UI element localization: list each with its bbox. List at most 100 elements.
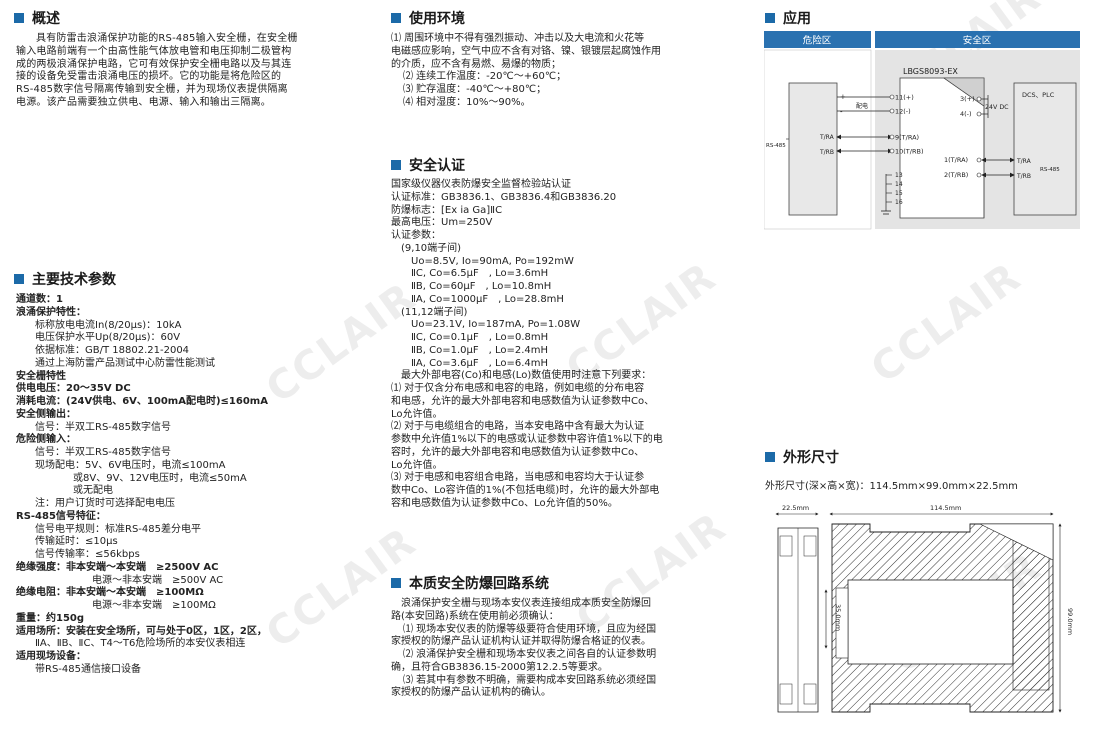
- terminal-16: 16: [895, 199, 903, 206]
- terminal-14: 14: [895, 181, 903, 188]
- depth-label: 114.5mm: [930, 504, 961, 512]
- rail-height-label: 35.0mm: [834, 604, 842, 631]
- env-line: 电磁感应影响，空气中应不含有对铬、镍、银镀层起腐蚀作用: [391, 45, 661, 57]
- application-diagram: 危险区 安全区 LBGS8093-EX DCS、PLC + - 配电 11(+)…: [764, 31, 1080, 230]
- spec-line: 通道数：1: [16, 294, 63, 305]
- barrier-module: [899, 77, 985, 219]
- spec-line: 消耗电流：(24V供电、6V、100mA配电时)≤160mA: [16, 396, 268, 407]
- spec-line: 注：用户订货时可选择配电电压: [35, 498, 175, 509]
- spec-line: 电源～非本安端 ≥100MΩ: [92, 600, 216, 611]
- dims-section: 外形尺寸 外形尺寸(深×高×宽)：114.5mm×99.0mm×22.5mm: [765, 448, 1018, 494]
- terminal-12: 12(-): [895, 108, 911, 116]
- terminal-4: 4(-): [960, 110, 972, 118]
- spec-line: 适用场所：安装在安全场所，可与处于0区，1区，2区，: [16, 625, 267, 637]
- spec-line: 或8V、9V、12V电压时，电流≤50mA: [73, 472, 247, 484]
- trb-safe-label: T/RB: [1016, 173, 1031, 180]
- terminal-13: 13: [895, 172, 903, 179]
- spec-line: 供电电压：20～35V DC: [16, 383, 131, 395]
- cert-line: Lo允许值。: [391, 408, 443, 420]
- trb-hazard-label: T/RB: [819, 149, 834, 156]
- spec-line: ⅡA、ⅡB、ⅡC、T4～T6危险场所的本安仪表相连: [35, 638, 246, 650]
- overview-section: 概述 具有防雷击浪涌保护功能的RS-485输入安全栅，在安全栅 输入电路前端有一…: [14, 9, 369, 110]
- env-line: ⑶ 贮存温度：-40℃～+80℃；: [403, 84, 547, 95]
- cert-line: ⅡC, Co=6.5μF , Lo=3.6mH: [411, 268, 549, 280]
- env-line: 的介质，应不含有易燃、易爆的物质；: [391, 58, 561, 70]
- spec-line: 电压保护水平Up(8/20μs)：60V: [35, 332, 181, 344]
- cert-line: ⑴ 对于仅含分布电感和电容的电路，例如电缆的分布电容: [391, 383, 645, 394]
- dcs-plc-box: [1013, 82, 1077, 216]
- cert-title: 安全认证: [409, 158, 465, 174]
- app-section: 应用: [765, 9, 811, 27]
- overview-line: 电源。该产品需要独立供电、电源、输入和输出三隔离。: [16, 96, 271, 108]
- overview-line: 具有防雷击浪涌保护功能的RS-485输入安全栅，在安全栅: [36, 33, 298, 44]
- env-line: ⑷ 相对湿度：10%～90%。: [403, 96, 531, 108]
- app-heading: 应用: [765, 9, 811, 27]
- rs485-hazard-label: RS-485: [766, 143, 786, 149]
- power-label: 24V DC: [985, 104, 1009, 111]
- bullet-icon: [391, 160, 401, 170]
- spec-line: 绝缘电阻：非本安端～本安端 ≥100MΩ: [16, 587, 204, 599]
- bullet-icon: [391, 578, 401, 588]
- cert-line: 容和电感数值为认证参数中Co、Lo允许值的50%。: [391, 497, 618, 509]
- specs-title: 主要技术参数: [32, 272, 116, 288]
- spec-line: 带RS-485通信接口设备: [35, 663, 141, 675]
- spec-line: RS-485信号特征：: [16, 510, 106, 522]
- bullet-icon: [391, 13, 401, 23]
- cert-line: ⑶ 对于电感和电容组合电路，当电感和电容均大于认证参: [391, 472, 645, 484]
- spec-line: 标称放电电流In(8/20μs)：10kA: [35, 319, 182, 331]
- dims-heading: 外形尺寸: [765, 448, 1018, 466]
- width-label: 22.5mm: [782, 504, 809, 512]
- cert-line: 认证参数：: [391, 230, 441, 241]
- spec-line: 依据标准：GB/T 18802.21-2004: [35, 345, 190, 356]
- app-title: 应用: [783, 11, 811, 27]
- cert-line: (11,12端子间): [401, 306, 468, 318]
- cert-line: 和电感，允许的最大外部电容和电感数值为认证参数中Co、: [391, 395, 655, 407]
- dimension-drawing: 22.5mm 114.5mm 35.0mm 99.0mm: [775, 504, 1074, 713]
- loop-line: ⑴ 现场本安仪表的防爆等级要符合使用环境，且应为经国: [403, 623, 657, 635]
- specs-heading: 主要技术参数: [14, 270, 369, 288]
- model-label: LBGS8093-EX: [903, 67, 958, 76]
- feed-label: 配电: [856, 102, 868, 110]
- spec-line: 信号传输率：≤56kbps: [35, 549, 140, 560]
- loop-heading: 本质安全防爆回路系统: [391, 574, 721, 592]
- cert-line: Lo允许值。: [391, 459, 443, 471]
- cert-line: ⅡB, Co=60μF , Lo=10.8mH: [411, 281, 552, 292]
- spec-line: 危险侧输入：: [16, 434, 76, 446]
- loop-section: 本质安全防爆回路系统 浪涌保护安全栅与现场本安仪表连接组成本质安全防爆回 路(本…: [391, 574, 721, 700]
- cert-line: ⑵ 对于与电缆组合的电路，当本安电路中含有最大为认证: [391, 421, 645, 433]
- tra-safe-label: T/RA: [1016, 158, 1032, 165]
- loop-line: ⑶ 若其中有参数不明确，需要构成本安回路系统必须经国: [403, 674, 657, 686]
- cert-line: Uo=23.1V, Io=187mA, Po=1.08W: [411, 319, 581, 331]
- tra-hazard-label: T/RA: [819, 134, 835, 141]
- terminal-2: 2(T/RB): [944, 171, 968, 179]
- loop-line: 浪涌保护安全栅与现场本安仪表连接组成本质安全防爆回: [401, 598, 651, 609]
- safe-zone-label: 安全区: [963, 35, 992, 47]
- cert-line: 防爆标志：[Ex ia Ga]ⅡC: [391, 204, 503, 216]
- spec-line: 安全侧输出：: [16, 408, 76, 420]
- env-line: ⑴ 周围环境中不得有强烈振动、冲击以及大电流和火花等: [391, 33, 645, 44]
- terminal-15: 15: [895, 190, 903, 197]
- loop-line: 路(本安回路)系统在使用前必须确认：: [391, 610, 559, 622]
- minus-label: -: [840, 108, 843, 116]
- loop-line: 家授权的防爆产品认证机构认证并取得防爆合格证的仪表。: [391, 636, 651, 648]
- overview-line: 接的设备免受雷击浪涌电压的损坏。它的功能是将危险区的: [16, 71, 282, 83]
- spec-line: 重量：约150g: [16, 612, 85, 624]
- safe-zone-header: [875, 31, 1080, 48]
- dims-text: 外形尺寸(深×高×宽)：114.5mm×99.0mm×22.5mm: [765, 481, 1018, 492]
- spec-line: 通过上海防雷产品测试中心防雷性能测试: [35, 357, 215, 369]
- spec-line: 信号电平规则：标准RS-485差分电平: [35, 523, 201, 535]
- loop-title: 本质安全防爆回路系统: [409, 576, 549, 592]
- cert-line: ⅡA, Co=3.6μF , Lo=6.4mH: [411, 357, 549, 369]
- cert-line: ⅡB, Co=1.0μF , Lo=2.4mH: [411, 344, 549, 356]
- hazard-zone-header: [764, 31, 871, 48]
- spec-line: 信号：半双工RS-485数字信号: [35, 421, 171, 433]
- spec-line: 浪涌保护特性：: [16, 306, 86, 318]
- overview-heading: 概述: [14, 9, 369, 27]
- cert-line: (9,10端子间): [401, 242, 462, 254]
- cert-heading: 安全认证: [391, 156, 721, 174]
- cert-line: 最高电压：Um=250V: [391, 217, 493, 229]
- spec-line: 或无配电: [73, 485, 113, 497]
- watermark: CCLAIR: [862, 253, 1030, 393]
